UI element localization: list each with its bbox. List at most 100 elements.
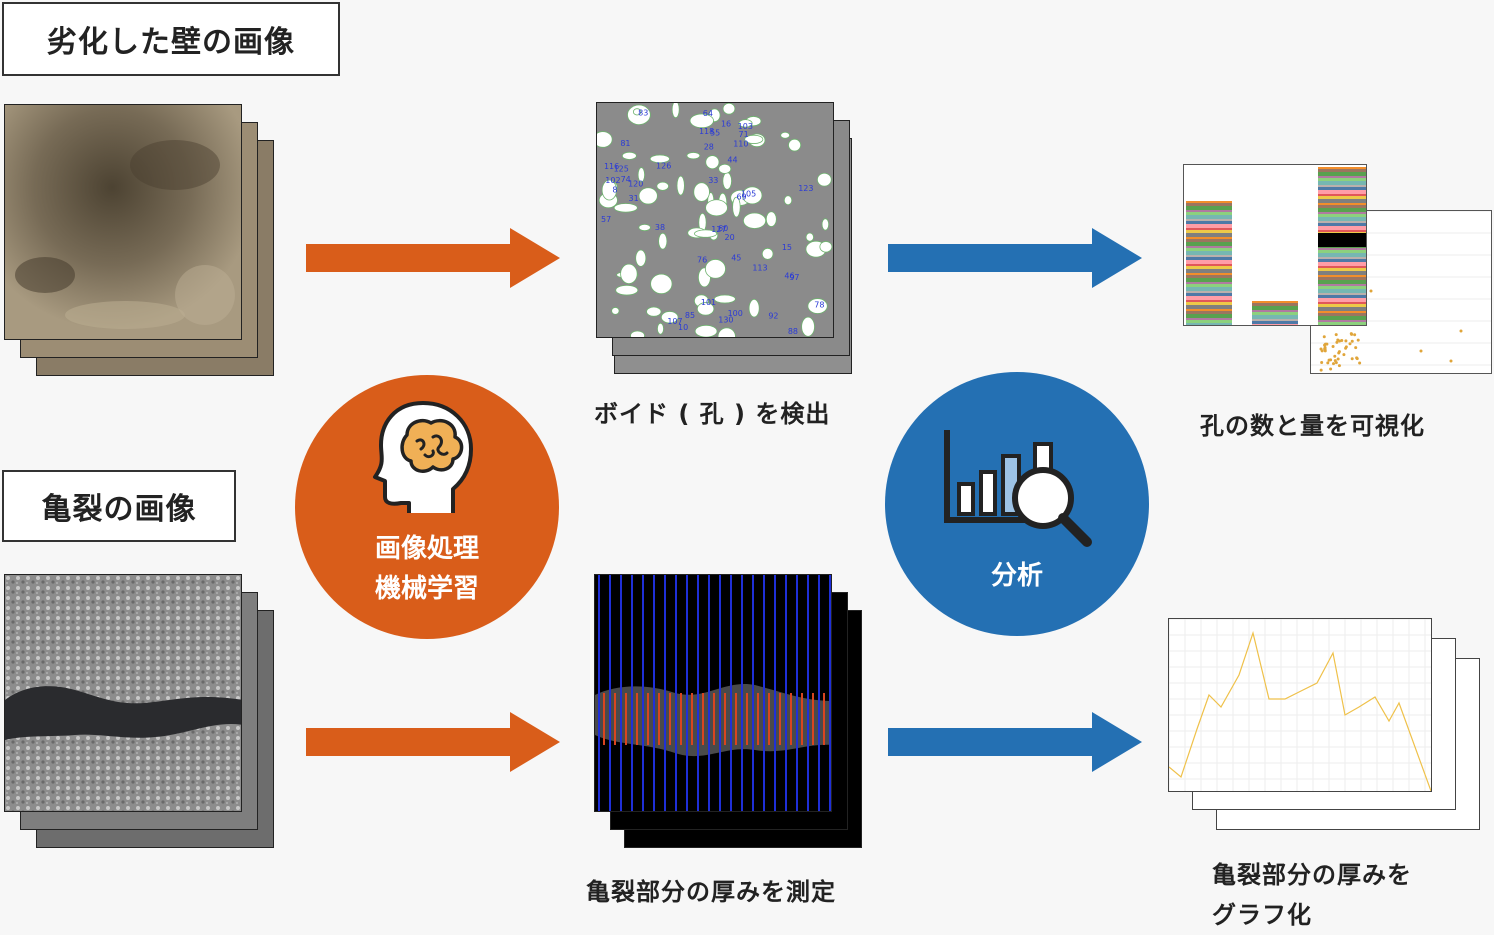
stacked-bar-3: [1318, 250, 1366, 253]
stacked-bar-2: [1252, 303, 1298, 306]
stacked-bar-1: [1186, 291, 1232, 293]
void-blob: [656, 181, 670, 191]
stacked-bar-3: [1318, 266, 1366, 268]
process-arrow-top: [306, 228, 560, 288]
scatter-point: [1358, 361, 1362, 365]
stacked-bar-3: [1318, 322, 1366, 325]
scatter-point: [1337, 351, 1341, 355]
void-blob: [646, 306, 662, 317]
crack-measure-caption: 亀裂部分の厚みを測定: [586, 878, 836, 906]
void-blob: [676, 175, 685, 196]
stacked-bar-3: [1318, 268, 1366, 271]
stacked-bar-3: [1318, 221, 1366, 223]
stacked-bar-3: [1318, 262, 1366, 266]
scatter-point: [1459, 329, 1463, 333]
void-blob: [650, 273, 673, 295]
stacked-bar-1: [1186, 264, 1232, 266]
void-number-label: 116: [604, 162, 619, 171]
stacked-bar-1: [1186, 300, 1232, 302]
void-blob: [807, 298, 828, 314]
void-blob: [630, 330, 645, 337]
stacked-bar-3: [1318, 176, 1366, 178]
stacked-bar-1: [1186, 215, 1232, 219]
void-blob: [738, 119, 753, 128]
void-number-label: 110: [733, 140, 748, 149]
stacked-bar-1: [1186, 287, 1232, 291]
void-blob: [713, 294, 736, 304]
void-blob: [601, 179, 617, 201]
graph-caption-line2: グラフ化: [1212, 901, 1312, 929]
stacked-bar-1: [1186, 323, 1232, 325]
void-blob: [638, 187, 658, 205]
void-blob: [620, 263, 638, 285]
stacked-bar-3: [1318, 212, 1366, 214]
scatter-point: [1326, 361, 1330, 365]
stacked-bar-1: [1186, 248, 1232, 251]
stacked-bar-1: [1186, 302, 1232, 305]
bar-chart-magnifier-icon: [944, 430, 1092, 547]
scatter-point: [1348, 342, 1352, 346]
void-number-label: 20: [725, 233, 735, 242]
stacked-bar-2: [1252, 310, 1298, 312]
stacked-bar-3: [1318, 223, 1366, 226]
stacked-bar-3: [1318, 275, 1366, 277]
void-number-label: 113: [752, 264, 767, 273]
void-number-label: 15: [782, 243, 792, 252]
void-number-label: 126: [656, 162, 671, 171]
scatter-point: [1323, 347, 1327, 351]
void-number-label: 78: [814, 300, 824, 309]
stacked-bar-3: [1318, 307, 1366, 311]
void-blob: [704, 259, 726, 279]
void-blob: [765, 211, 777, 227]
stacked-bar-1: [1186, 237, 1232, 239]
scatter-point: [1336, 357, 1340, 361]
crack-images-label: 亀裂の画像: [2, 470, 236, 542]
stacked-bar-1: [1186, 314, 1232, 318]
scatter-point: [1350, 332, 1354, 336]
void-number-label: 10: [678, 323, 688, 332]
scatter-point: [1353, 333, 1357, 337]
void-number-label: 28: [704, 142, 714, 151]
void-blob: [718, 163, 732, 174]
stacked-bar-3: [1318, 271, 1366, 275]
scatter-point: [1334, 361, 1338, 365]
stacked-bar-1: [1186, 203, 1232, 206]
stacked-bar-3: [1318, 208, 1366, 212]
void-blob: [658, 232, 668, 250]
stacked-bar-3: [1318, 253, 1366, 257]
stacked-bar-1: [1186, 210, 1232, 212]
stacked-bar-3-band: [1318, 233, 1366, 247]
void-number-label: 55: [710, 128, 720, 137]
stacked-bar-3: [1318, 286, 1366, 289]
stacked-bar-1: [1186, 273, 1232, 275]
void-number-label: 107: [667, 317, 682, 326]
void-blob: [722, 103, 736, 115]
stacked-bar-1: [1186, 278, 1232, 282]
void-number-label: 88: [788, 327, 798, 336]
void-blob: [742, 186, 763, 205]
void-blob: [748, 299, 760, 318]
analysis-arrow-bottom: [888, 712, 1142, 772]
analysis-arrow-top: [888, 228, 1142, 288]
stacked-bar-1: [1186, 275, 1232, 278]
void-blob: [805, 232, 814, 242]
stacked-bar-thumb: [1183, 164, 1367, 326]
void-number-label: 118: [699, 127, 714, 136]
stacked-bar-2: [1252, 315, 1298, 319]
stacked-bar-1: [1186, 305, 1232, 309]
stacked-bar-1: [1186, 221, 1232, 224]
void-number-label: 76: [697, 256, 707, 265]
stacked-bar-1: [1186, 251, 1232, 255]
stacked-bar-3: [1318, 295, 1366, 298]
void-blob: [816, 172, 832, 187]
void-blob: [694, 229, 718, 238]
analysis-label: 分析: [990, 561, 1043, 591]
stacked-bar-3: [1318, 178, 1366, 181]
stacked-bar-1: [1186, 206, 1232, 210]
void-number-label: 45: [731, 253, 741, 262]
scatter-point: [1319, 368, 1323, 372]
wall-image: [4, 104, 242, 340]
stacked-bar-1: [1186, 233, 1232, 237]
void-blob: [686, 152, 701, 160]
